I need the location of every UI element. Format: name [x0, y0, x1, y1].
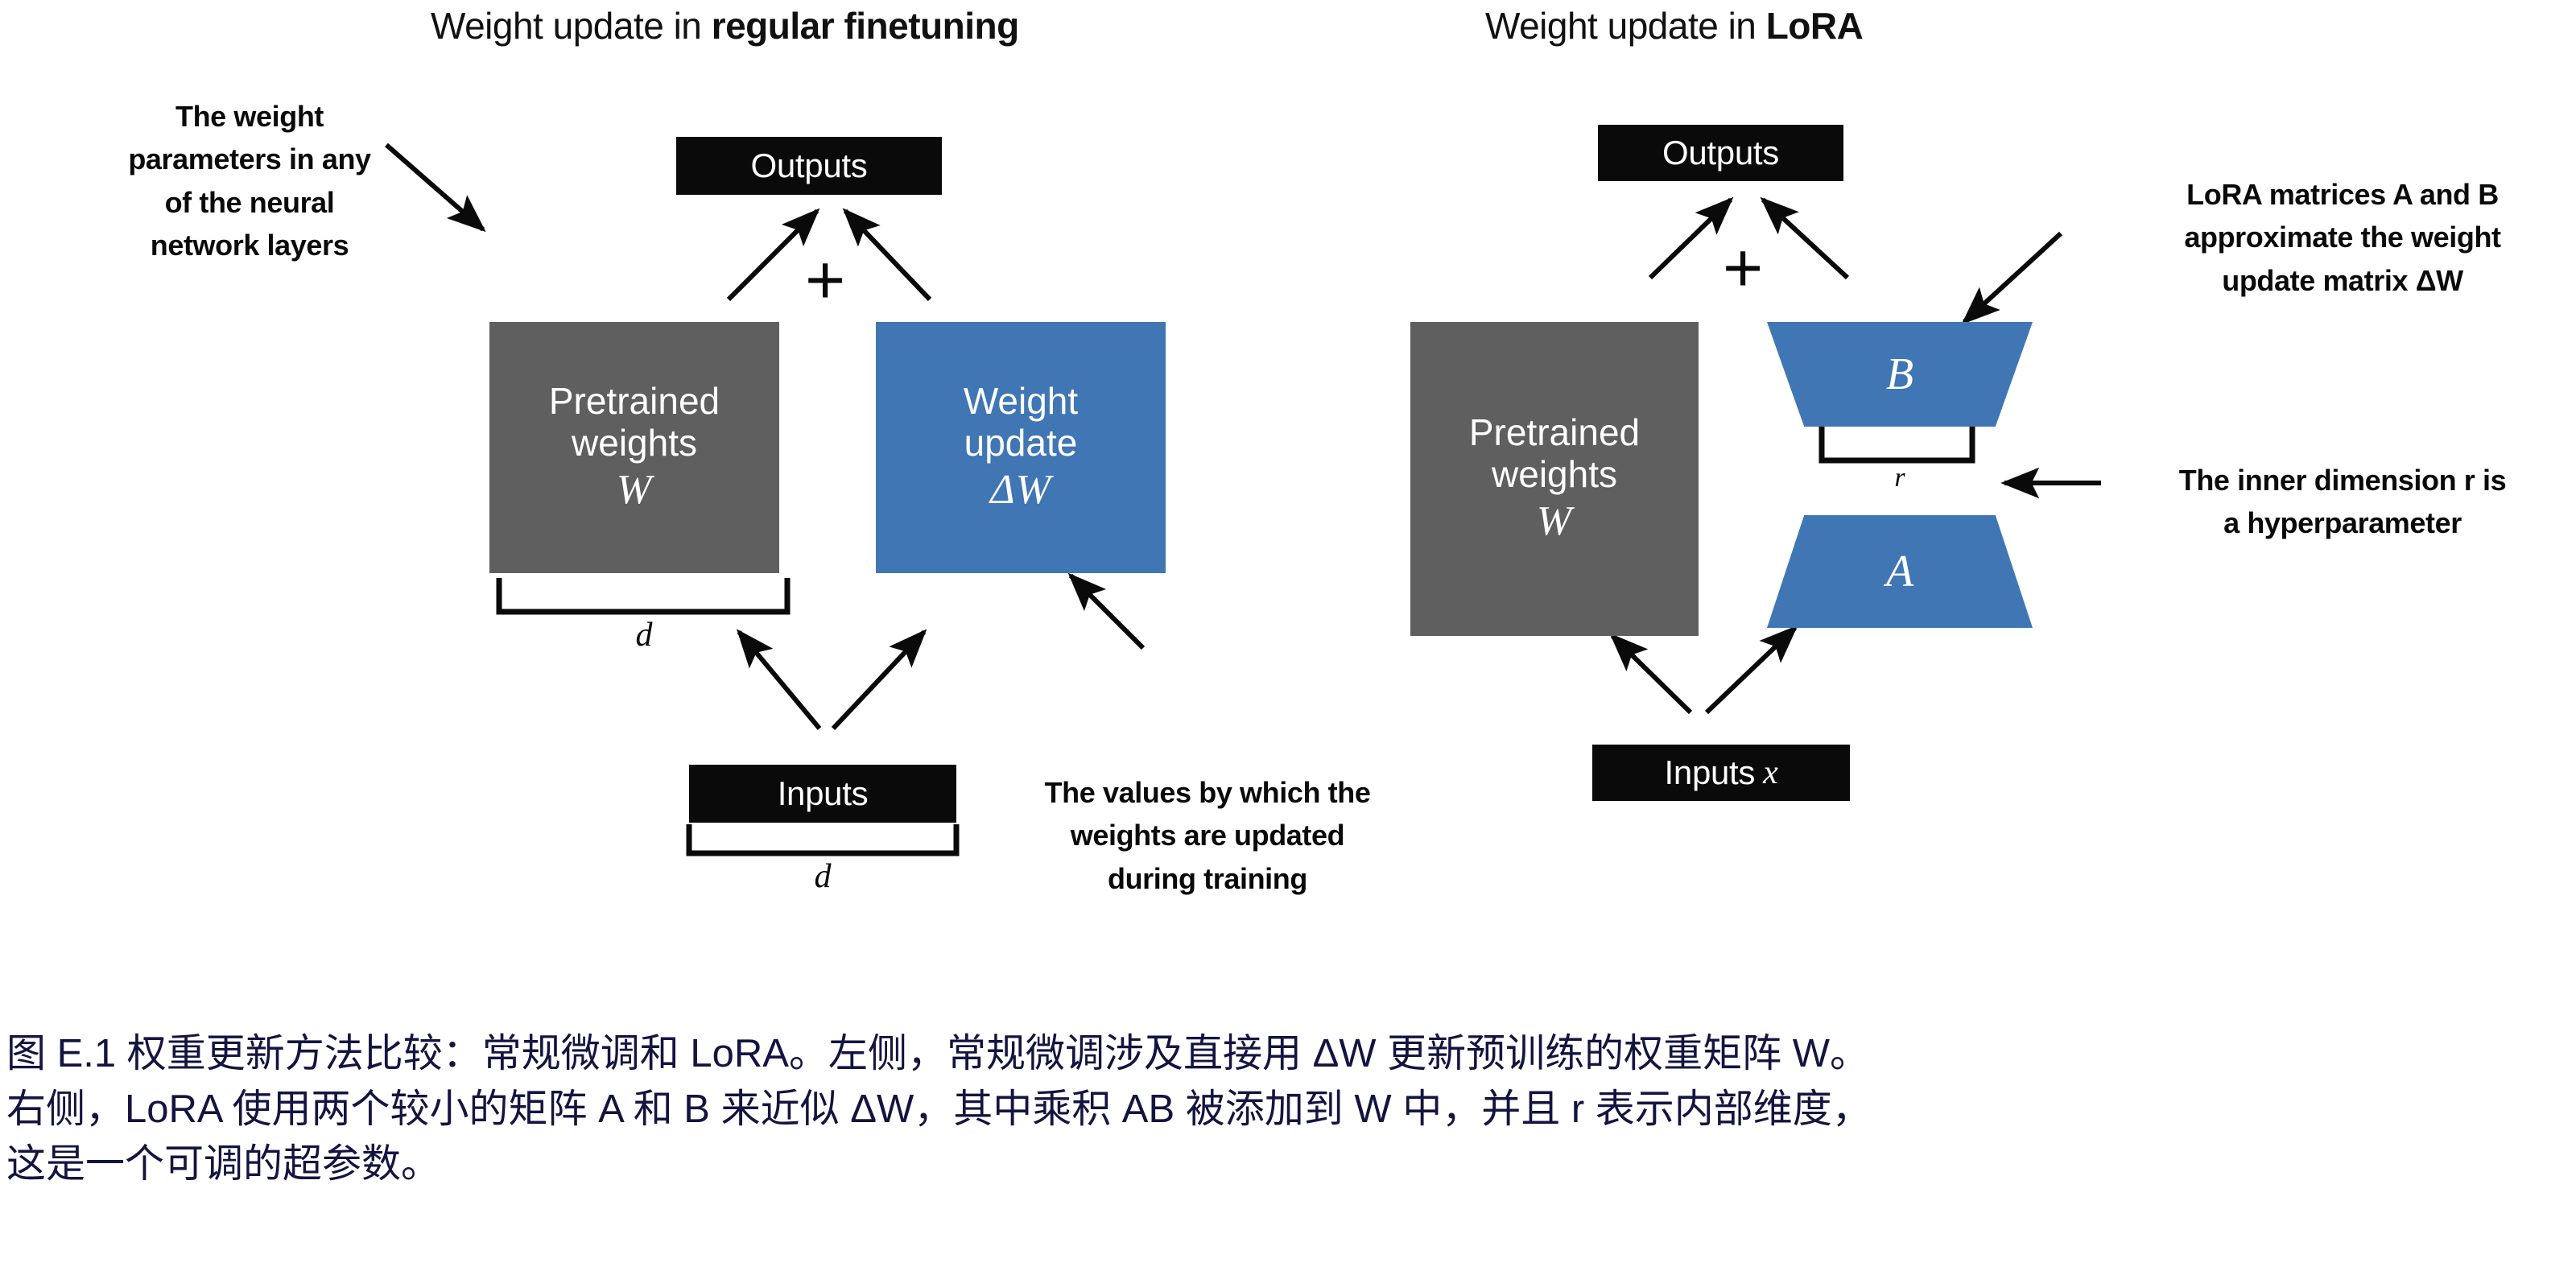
plus-sign-lora: +	[1723, 233, 1763, 303]
annotation-line: during training	[1108, 861, 1307, 895]
bracket-inner-dimension	[1818, 427, 1975, 464]
box-symbol-delta-w: ΔW	[990, 467, 1051, 514]
annotation-line: LoRA matrices A and B	[2186, 178, 2499, 211]
box-line-2: update	[964, 421, 1078, 464]
arrow-note-to-update	[1067, 572, 1146, 650]
caption-line: 这是一个可调的超参数。	[6, 1142, 441, 1187]
panel-title-lora: Weight update in LoRA	[1485, 4, 1864, 47]
arrow-note-to-b	[1961, 231, 2063, 325]
outputs-box-label: Outputs	[750, 147, 868, 184]
inputs-box-label: Inputs	[1664, 753, 1756, 791]
inputs-box-symbol-x: x	[1763, 754, 1778, 791]
matrix-a-label: A	[1885, 547, 1914, 596]
pretrained-weights-box-lora: Pretrained weights W	[1410, 322, 1699, 636]
annotation-weight-parameters: The weight parameters in any of the neur…	[97, 95, 402, 266]
annotation-line: update matrix ΔW	[2222, 263, 2463, 297]
arrow-inputs-to-weights	[736, 629, 822, 730]
box-line-1: Pretrained	[1468, 411, 1641, 454]
annotation-line: approximate the weight	[2184, 221, 2501, 254]
plus-glyph: +	[805, 241, 846, 319]
dimension-text: r	[1894, 463, 1905, 493]
matrix-a-trapezoid: A	[1767, 515, 2033, 628]
box-symbol-w: W	[1536, 498, 1573, 545]
caption-line: 右侧，LoRA 使用两个较小的矩阵 A 和 B 来近似 ΔW，其中乘积 AB 被…	[6, 1087, 1872, 1131]
annotation-line: The inner dimension r is	[2178, 464, 2507, 497]
annotation-line: parameters in any	[128, 142, 371, 176]
annotation-lora-matrices: LoRA matrices A and B approximate the we…	[2133, 173, 2552, 302]
box-line-2: weights	[572, 421, 697, 464]
bracket-inputs-width	[686, 824, 960, 856]
panel-title-regular-finetuning: Weight update in regular finetuning	[431, 4, 1019, 47]
dimension-label-d-weights: d	[596, 616, 692, 654]
inputs-box-regular: Inputs	[689, 765, 956, 823]
box-line-2: weights	[1492, 452, 1617, 495]
arrow-inputs-to-weights-lora	[1609, 633, 1693, 715]
outputs-box-label: Outputs	[1662, 134, 1779, 171]
arrow-weights-to-outputs	[726, 208, 820, 302]
pretrained-weights-box-regular: Pretrained weights W	[489, 322, 779, 573]
panel-title-prefix: Weight update in	[1485, 5, 1766, 47]
box-line-1: Pretrained	[548, 380, 720, 423]
weight-update-box-regular: Weight update ΔW	[876, 322, 1166, 573]
inputs-box-label: Inputs	[777, 774, 869, 812]
plus-sign-regular: +	[805, 246, 845, 315]
arrow-weights-to-outputs-lora	[1648, 196, 1734, 280]
panel-title-prefix: Weight update in	[431, 5, 712, 47]
dimension-text: d	[635, 617, 653, 654]
box-symbol-w: W	[616, 467, 653, 514]
box-line-1: Weight	[963, 380, 1079, 423]
annotation-line: The values by which the	[1044, 776, 1371, 809]
outputs-box-lora: Outputs	[1598, 125, 1843, 181]
arrow-inputs-to-a	[1704, 625, 1798, 715]
arrow-b-to-outputs	[1760, 196, 1850, 280]
annotation-line: network layers	[150, 228, 349, 262]
arrow-update-to-outputs	[842, 208, 932, 302]
matrix-b-label: B	[1885, 349, 1914, 399]
arrow-inputs-to-update	[831, 629, 927, 731]
bracket-weights-width	[496, 578, 791, 615]
annotation-values-updated: The values by which the weights are upda…	[998, 771, 1417, 900]
dimension-text: d	[814, 858, 832, 895]
figure-caption: 图 E.1 权重更新方法比较：常规微调和 LoRA。左侧，常规微调涉及直接用 Δ…	[6, 1026, 2574, 1192]
annotation-line: of the neural	[164, 185, 335, 219]
annotation-line: weights are updated	[1070, 819, 1345, 852]
panel-title-emphasis: LoRA	[1765, 5, 1864, 47]
annotation-line: a hyperparameter	[2223, 506, 2462, 540]
matrix-b-trapezoid: B	[1767, 322, 2033, 427]
panel-title-emphasis: regular finetuning	[711, 5, 1020, 47]
annotation-line: The weight	[175, 100, 324, 133]
outputs-box-regular: Outputs	[676, 137, 942, 195]
dimension-label-r: r	[1852, 463, 1948, 493]
annotation-inner-dimension: The inner dimension r is a hyperparamete…	[2133, 459, 2552, 545]
dimension-label-d-inputs: d	[774, 857, 871, 896]
plus-glyph: +	[1723, 229, 1764, 307]
caption-line: 图 E.1 权重更新方法比较：常规微调和 LoRA。左侧，常规微调涉及直接用 Δ…	[6, 1032, 1870, 1075]
